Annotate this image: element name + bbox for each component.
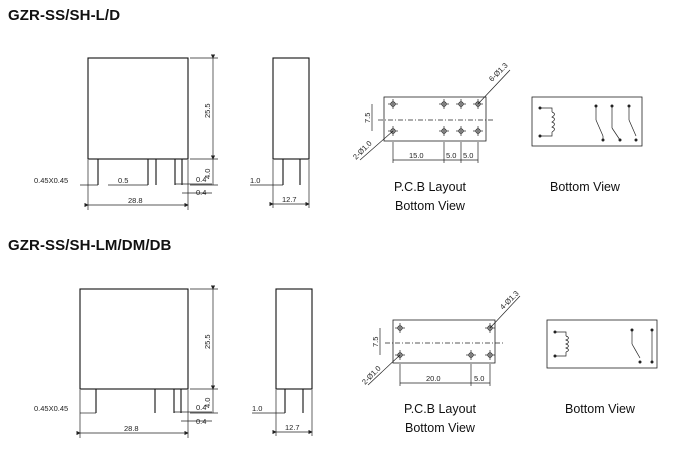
side-offset-label: 1.0	[250, 176, 260, 185]
schematic-caption-2: Bottom View	[565, 402, 635, 416]
front-width-label: 28.8	[124, 424, 139, 433]
pcb-span-1: 15.0	[409, 151, 424, 160]
schematic-2	[546, 319, 658, 369]
front-height-label: 25.5	[203, 334, 212, 349]
section-1-title: GZR-SS/SH-L/D	[8, 7, 121, 24]
pcb-caption-line-1: P.C.B Layout	[393, 180, 467, 194]
front-d2-label: 0.4	[196, 188, 206, 197]
side-offset-label: 1.0	[252, 404, 262, 413]
pcb-hole-big-label: 4-Ø1.3	[498, 289, 521, 312]
front-pitch-label: 0.5	[118, 176, 128, 185]
pcb-span-3: 5.0	[463, 151, 473, 160]
pcb-caption-line-2: Bottom View	[395, 199, 465, 213]
pcb-rowgap-label: 7.5	[363, 113, 372, 123]
front-height-label: 25.5	[203, 103, 212, 118]
front-pinsize-label: 0.45X0.45	[34, 176, 68, 185]
pcb-span-2: 5.0	[474, 374, 484, 383]
pcb-hole-small-label: 2-Ø1.0	[360, 364, 383, 387]
pcb-caption-line-1: P.C.B Layout	[403, 402, 477, 416]
pcb-layout-1: 6-Ø1.3 2-Ø1.0 7.5 15.0 5.0 5.0	[351, 61, 511, 163]
pcb-caption-2: P.C.B Layout Bottom View	[385, 400, 495, 438]
front-d1-label: 0.4	[196, 175, 206, 184]
front-d2-label: 0.4	[196, 417, 206, 426]
side-view-1: 1.0 12.7	[250, 57, 310, 208]
schematic-1	[531, 96, 643, 147]
pcb-span-2: 5.0	[446, 151, 456, 160]
pcb-rowgap-label: 7.5	[371, 337, 380, 347]
side-width-label: 12.7	[285, 423, 300, 432]
front-width-label: 28.8	[128, 196, 143, 205]
pcb-span-1: 20.0	[426, 374, 441, 383]
section-2-title: GZR-SS/SH-LM/DM/DB	[8, 237, 172, 254]
pcb-layout-2: 4-Ø1.3 2-Ø1.0 7.5 20.0 5.0	[360, 289, 521, 387]
pcb-caption-1: P.C.B Layout Bottom View	[375, 178, 485, 216]
front-pinsize-label: 0.45X0.45	[34, 404, 68, 413]
front-view-1: 25.5 4.0 0.45X0.45 0.5 0.4 0.4 28.8	[34, 54, 218, 210]
front-d1-label: 0.4	[196, 403, 206, 412]
side-view-2: 1.0 12.7	[252, 288, 313, 436]
pcb-caption-line-2: Bottom View	[405, 421, 475, 435]
side-width-label: 12.7	[282, 195, 297, 204]
schematic-caption-1: Bottom View	[550, 180, 620, 194]
front-pinlen-label: 4.0	[203, 169, 212, 179]
pcb-hole-big-label: 6-Ø1.3	[487, 61, 510, 84]
front-view-2: 25.5 4.0 0.45X0.45 0.4 0.4 28.8	[34, 285, 218, 438]
front-pinlen-label: 4.0	[203, 398, 212, 408]
